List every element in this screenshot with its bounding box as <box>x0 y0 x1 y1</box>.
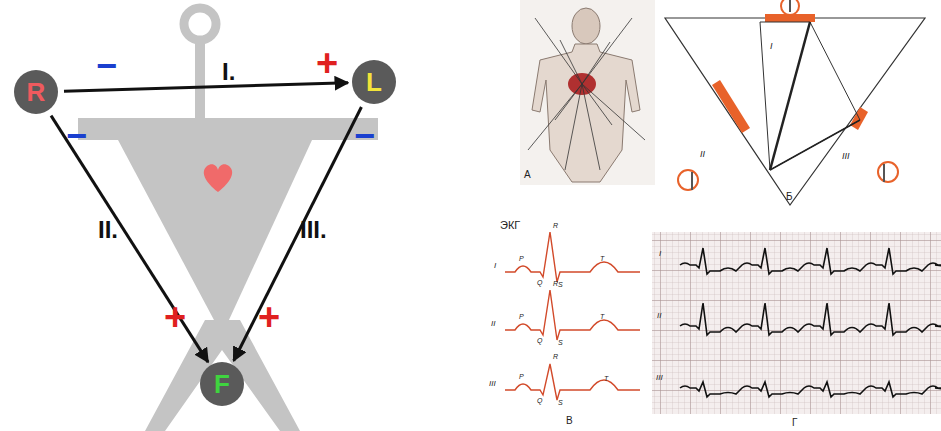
electrode-letter: F <box>214 371 230 397</box>
lead-arrow <box>51 116 208 362</box>
electrode-circle: R <box>14 70 58 114</box>
figure-label: S <box>558 399 563 406</box>
figure-label: R <box>553 222 558 229</box>
figure-label: Q <box>537 337 542 344</box>
ecg-trace <box>680 382 941 397</box>
polarity-sign: − <box>354 118 375 154</box>
figure-label: T <box>604 375 608 382</box>
figure-label: Q <box>537 397 542 404</box>
figure-label: T <box>600 313 604 320</box>
figure-label: II <box>700 150 705 159</box>
ecg-strip <box>652 232 941 414</box>
polarity-sign: + <box>164 298 186 336</box>
figure-label: P <box>519 255 524 262</box>
polarity-sign: − <box>96 48 117 84</box>
body-figure <box>78 8 378 431</box>
electrode-circle: L <box>352 60 396 104</box>
heart <box>204 164 232 192</box>
ecg-wave <box>505 232 640 282</box>
figure-label: S <box>558 281 563 288</box>
lead-arrow <box>234 107 362 361</box>
figure-label: В <box>566 416 573 426</box>
figure-label: S <box>558 339 563 346</box>
electrode-letter: L <box>366 69 382 95</box>
figure-label: III <box>842 152 850 161</box>
polarity-sign: + <box>316 44 338 82</box>
figure-label: II <box>657 312 661 320</box>
electrode-circle: F <box>200 362 244 406</box>
lead-name: II. <box>98 218 118 242</box>
figure-label: I <box>770 42 773 51</box>
triangle-illustration <box>665 0 925 205</box>
figure-label: I <box>494 262 496 270</box>
figure-label: III <box>656 374 663 382</box>
figure-label: ЭКГ <box>500 220 520 231</box>
electrode-letter: R <box>27 79 46 105</box>
ecg-trace <box>680 303 941 335</box>
lead-arrow <box>64 83 348 91</box>
ecg-trace <box>680 248 941 274</box>
figure-label: А <box>524 170 531 180</box>
figure-label: II <box>491 320 495 328</box>
lead-name: I. <box>222 60 235 84</box>
torso-illustration <box>520 0 655 185</box>
figure-label: Г <box>792 418 797 428</box>
figure-label: Q <box>537 279 542 286</box>
polarity-sign: − <box>66 118 87 154</box>
figure-label: III <box>489 380 496 388</box>
figure-label: P <box>519 373 524 380</box>
figure-label: P <box>519 313 524 320</box>
figure-label: R <box>553 280 558 287</box>
figure-label: R <box>553 353 558 360</box>
figure-label: I <box>659 250 661 258</box>
ecg-wave <box>505 290 640 340</box>
lead-name: III. <box>300 218 327 242</box>
figure-label: T <box>600 255 604 262</box>
ecg-wave <box>505 364 640 400</box>
polarity-sign: + <box>258 298 280 336</box>
figure-label: Б <box>786 192 793 202</box>
